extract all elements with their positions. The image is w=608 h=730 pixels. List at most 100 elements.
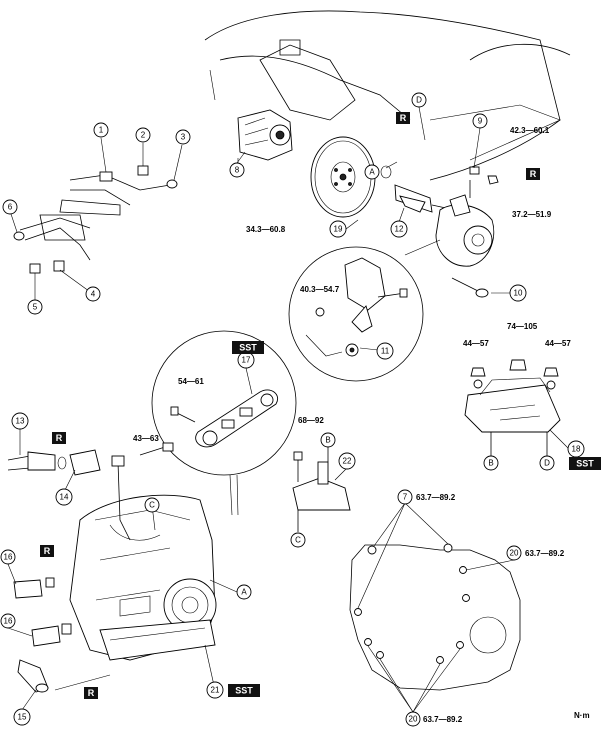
- torque-9: 42.3—60.1: [510, 126, 550, 135]
- svg-text:21: 21: [211, 686, 220, 695]
- torque-17: 54—61: [178, 377, 204, 386]
- callout-8: 8: [229, 162, 245, 178]
- nut-42: [469, 166, 499, 185]
- badge-r-pipe: R: [40, 545, 54, 557]
- svg-text:SST: SST: [239, 343, 257, 353]
- callout-16-upper: 16: [0, 549, 16, 565]
- svg-text:5: 5: [33, 303, 38, 312]
- svg-text:1: 1: [99, 126, 104, 135]
- torque-7: 63.7—89.2: [416, 493, 456, 502]
- torque-r-right: 37.2—51.9: [512, 210, 552, 219]
- svg-text:R: R: [530, 169, 537, 179]
- pipe-lower: [31, 623, 72, 647]
- callout-4: 4: [85, 286, 101, 302]
- callout-20-right: 20: [506, 545, 522, 561]
- svg-text:B: B: [325, 436, 330, 445]
- svg-text:B: B: [488, 459, 493, 468]
- callout-5: 5: [27, 299, 43, 315]
- badge-r-hose: R: [52, 432, 66, 444]
- letter-A-bottom: A: [236, 584, 252, 600]
- callout-letters: D A A C C B B D: [144, 92, 555, 600]
- svg-text:C: C: [149, 501, 155, 510]
- letter-B-bracket: B: [320, 432, 336, 448]
- callout-18: 18: [567, 440, 585, 458]
- badge-r-top: R: [396, 112, 410, 124]
- transaxle-case-outline: [349, 543, 521, 691]
- svg-text:14: 14: [60, 493, 69, 502]
- torque-labels: 42.3—60.1 37.2—51.9 34.3—60.8 40.3—54.7 …: [133, 126, 571, 724]
- badges: R R R R R SST SST SST: [40, 112, 601, 699]
- callout-1: 1: [93, 122, 109, 138]
- callout-14: 14: [55, 488, 73, 506]
- svg-text:R: R: [400, 113, 407, 123]
- badge-r-bottom: R: [84, 687, 98, 699]
- callout-9: 9: [472, 113, 488, 129]
- callout-21: 21: [206, 681, 224, 699]
- badge-sst-transaxle: SST: [228, 684, 260, 697]
- svg-text:19: 19: [334, 225, 343, 234]
- svg-text:6: 6: [8, 203, 13, 212]
- engine-outline: [204, 10, 571, 181]
- callout-11: 11: [376, 342, 394, 360]
- knuckle-hub: [435, 180, 495, 267]
- svg-text:R: R: [44, 546, 51, 556]
- svg-text:D: D: [544, 459, 550, 468]
- letter-C-left: C: [144, 497, 160, 513]
- badge-sst-mount: SST: [569, 457, 601, 470]
- svg-text:7: 7: [403, 493, 408, 502]
- callout-7: 7: [397, 489, 413, 505]
- svg-text:SST: SST: [576, 459, 594, 469]
- callout-6: 6: [2, 199, 18, 215]
- letter-A-top: A: [364, 164, 380, 180]
- transaxle: [69, 455, 217, 661]
- svg-text:20: 20: [409, 715, 418, 724]
- svg-text:11: 11: [381, 347, 390, 356]
- svg-text:16: 16: [4, 617, 13, 626]
- svg-text:C: C: [295, 536, 301, 545]
- letter-D-mount: D: [539, 455, 555, 471]
- callout-19: 19: [329, 220, 347, 238]
- svg-text:A: A: [369, 168, 375, 177]
- letter-B-mount: B: [483, 455, 499, 471]
- torque-mount-left: 44—57: [463, 339, 489, 348]
- svg-text:12: 12: [395, 225, 404, 234]
- callout-20-bottom: 20: [405, 711, 421, 727]
- callout-22: 22: [338, 452, 356, 470]
- svg-text:13: 13: [16, 417, 25, 426]
- pipe-upper: [13, 577, 55, 599]
- callout-16-lower: 16: [0, 613, 16, 629]
- svg-text:8: 8: [235, 166, 240, 175]
- svg-text:16: 16: [4, 553, 13, 562]
- torque-20-right: 63.7—89.2: [525, 549, 565, 558]
- torque-22: 68—92: [298, 416, 324, 425]
- svg-text:R: R: [88, 688, 95, 698]
- flywheel: [310, 136, 392, 218]
- letter-D-top: D: [411, 92, 427, 108]
- engine-mount: [464, 359, 561, 456]
- svg-text:10: 10: [514, 289, 523, 298]
- starter-motor: [237, 109, 293, 163]
- callout-12: 12: [390, 220, 408, 238]
- svg-text:17: 17: [242, 356, 251, 365]
- unit-label: N·m: [574, 711, 590, 720]
- svg-text:15: 15: [18, 713, 27, 722]
- bracket-22: [292, 445, 351, 532]
- wiring-harness: [13, 165, 178, 274]
- svg-text:3: 3: [181, 133, 186, 142]
- svg-text:A: A: [241, 588, 247, 597]
- svg-text:2: 2: [141, 131, 146, 140]
- svg-text:22: 22: [343, 457, 352, 466]
- svg-text:4: 4: [91, 290, 96, 299]
- svg-text:20: 20: [510, 549, 519, 558]
- badge-sst-inset: SST: [232, 341, 264, 354]
- letter-C-bracket: C: [290, 532, 306, 548]
- callout-15: 15: [13, 708, 31, 726]
- callout-numbers: 1 2 3 6 5 4 8 9 10 12 19 11 17 18 13 14 …: [0, 113, 585, 727]
- badge-r-right: R: [526, 168, 540, 180]
- callout-17: 17: [237, 351, 255, 369]
- torque-mount-right: 44—57: [545, 339, 571, 348]
- tie-rod: [451, 277, 489, 298]
- svg-text:SST: SST: [235, 686, 253, 696]
- torque-bolt: 43—63: [133, 434, 159, 443]
